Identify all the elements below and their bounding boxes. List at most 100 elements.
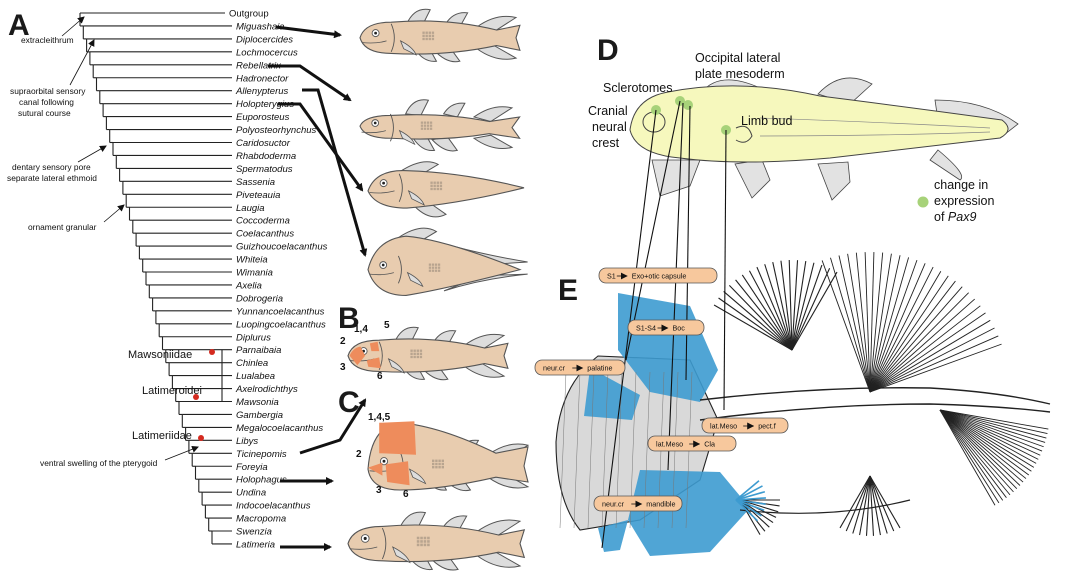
taxon-euporosteus: Euporosteus (236, 112, 290, 123)
label-source: S1 (607, 272, 616, 281)
annotation-ventral-swelling: ventral swelling of the pterygoid (40, 458, 158, 468)
taxon-latimeria: Latimeria (236, 539, 275, 550)
taxon-axelrodichthys: Axelrodichthys (235, 384, 298, 395)
panel-e-label-0: S1 Exo+otic capsule (599, 268, 717, 283)
label-sclerotomes: Sclerotomes (603, 81, 672, 95)
legend-gene: Pax9 (948, 210, 977, 224)
dot-lateral-plate (683, 100, 693, 110)
clade-latimeroidei: Latimeroidei (142, 385, 202, 397)
taxon-dobrogeria: Dobrogeria (236, 293, 283, 304)
taxon-foreyia: Foreyia (236, 462, 268, 473)
taxon-luopingcoelacanthus: Luopingcoelacanthus (236, 319, 326, 330)
annotation-supraorbital-3: sutural course (18, 108, 71, 118)
label-target: Exo+otic capsule (632, 272, 687, 281)
annotation-ornament: ornament granular (28, 222, 97, 232)
c-number-top: 1,4,5 (368, 412, 391, 423)
taxon-indocoelacanthus: Indocoelacanthus (236, 501, 311, 512)
panel-label-c: C (338, 386, 360, 419)
taxon-hadronector: Hadronector (236, 73, 289, 84)
fish-allenypterus (368, 228, 528, 295)
legend-line-2: expression (934, 194, 994, 208)
taxon-spermatodus: Spermatodus (236, 164, 293, 175)
taxon-diplurus: Diplurus (236, 332, 271, 343)
node-dot-latimeriidae (198, 435, 204, 441)
panel-e-label-4: lat.Meso Cla (648, 436, 736, 451)
clade-latimeriidae: Latimeriidae (132, 430, 192, 442)
label-target: Boc (673, 324, 686, 333)
node-dot-mawsoniidae (209, 349, 215, 355)
taxon-piveteauia: Piveteauia (236, 190, 280, 201)
b-number-bottom: 6 (377, 371, 383, 382)
legend-dot (918, 197, 929, 208)
label-source: neur.cr (543, 364, 566, 373)
label-cranial-1: Cranial (588, 104, 628, 118)
taxon-whiteia: Whiteia (236, 255, 268, 266)
panel-e-label-2: neur.cr palatine (535, 360, 625, 375)
taxon-gambergia: Gambergia (236, 410, 283, 421)
taxon-undina: Undina (236, 488, 266, 499)
b-number-low: 3 (340, 362, 346, 373)
taxon-chinlea: Chinlea (236, 358, 268, 369)
panel-e-label-5: neur.cr mandible (594, 496, 682, 511)
taxon-swenzia: Swenzia (236, 527, 272, 538)
b-number-top: 1,4 (354, 324, 368, 335)
taxon-outgroup: Outgroup (229, 9, 269, 20)
label-target: mandible (646, 500, 675, 509)
taxon-macropoma: Macropoma (236, 514, 286, 525)
c-number-bottom: 6 (403, 489, 409, 500)
label-source: neur.cr (602, 500, 625, 509)
fish-rebellatrix (360, 100, 520, 151)
taxon-laugia: Laugia (236, 203, 265, 214)
label-target: Cla (704, 440, 715, 449)
label-target: pect.f (758, 422, 776, 431)
label-occipital-2: plate mesoderm (695, 67, 785, 81)
node-dot-latimeroidei (193, 394, 199, 400)
taxon-yunnancoelacanthus: Yunnancoelacanthus (236, 306, 325, 317)
clade-mawsoniidae: Mawsoniidae (128, 349, 192, 361)
taxon-arrows (268, 27, 365, 547)
taxon-libys: Libys (236, 436, 258, 447)
label-source: lat.Meso (656, 440, 683, 449)
panel-d-legend: change in expression of Pax9 (918, 178, 995, 224)
fish-latimeria (348, 512, 524, 570)
legend-line-1: change in (934, 178, 988, 192)
taxon-ticinepomis: Ticinepomis (236, 449, 287, 460)
c-number-low: 3 (376, 485, 382, 496)
fish-holopterygius (368, 162, 524, 217)
taxon-megalocoelacanthus: Megalocoelacanthus (236, 423, 323, 434)
annotation-supraorbital-1: supraorbital sensory (10, 86, 86, 96)
taxon-lualabea: Lualabea (236, 371, 275, 382)
taxon-coccoderma: Coccoderma (236, 216, 290, 227)
label-cranial-3: crest (592, 136, 620, 150)
fish-panel-c (368, 421, 528, 490)
panel-label-e: E (558, 274, 578, 307)
label-target: palatine (587, 364, 612, 373)
annotation-extracleithrum: extracleithrum (21, 35, 74, 45)
panel-label-d: D (597, 34, 619, 67)
label-occipital-1: Occipital lateral (695, 51, 780, 65)
taxon-diplocercides: Diplocercides (236, 34, 293, 45)
arrow-holopterygius (278, 104, 362, 190)
label-source: S1-S4 (636, 324, 656, 333)
c-number-left: 2 (356, 449, 362, 460)
arrow-allenypterus (302, 90, 365, 255)
panel-e-label-3: lat.Meso pect.f (702, 418, 788, 433)
svg-text:of Pax9: of Pax9 (934, 210, 976, 224)
taxon-holophagus: Holophagus (236, 475, 287, 486)
annotation-dentary-1: dentary sensory pore (12, 162, 91, 172)
taxon-axelia: Axelia (235, 280, 262, 291)
fish-miguashaia (360, 9, 520, 62)
taxon-rhabdoderma: Rhabdoderma (236, 151, 296, 162)
taxon-parnaibaia: Parnaibaia (236, 345, 281, 356)
taxon-sassenia: Sassenia (236, 177, 275, 188)
taxon-lochmocercus: Lochmocercus (236, 47, 298, 58)
label-limb-bud: Limb bud (741, 114, 792, 128)
b-number-left: 2 (340, 336, 346, 347)
label-source: lat.Meso (710, 422, 737, 431)
taxon-wimania: Wimania (236, 268, 273, 279)
annotation-supraorbital-2: canal following (19, 97, 74, 107)
taxon-caridosuctor: Caridosuctor (236, 138, 291, 149)
panel-e-label-1: S1-S4 Boc (628, 320, 704, 335)
taxon-polyosteorhynchus: Polyosteorhynchus (236, 125, 317, 136)
